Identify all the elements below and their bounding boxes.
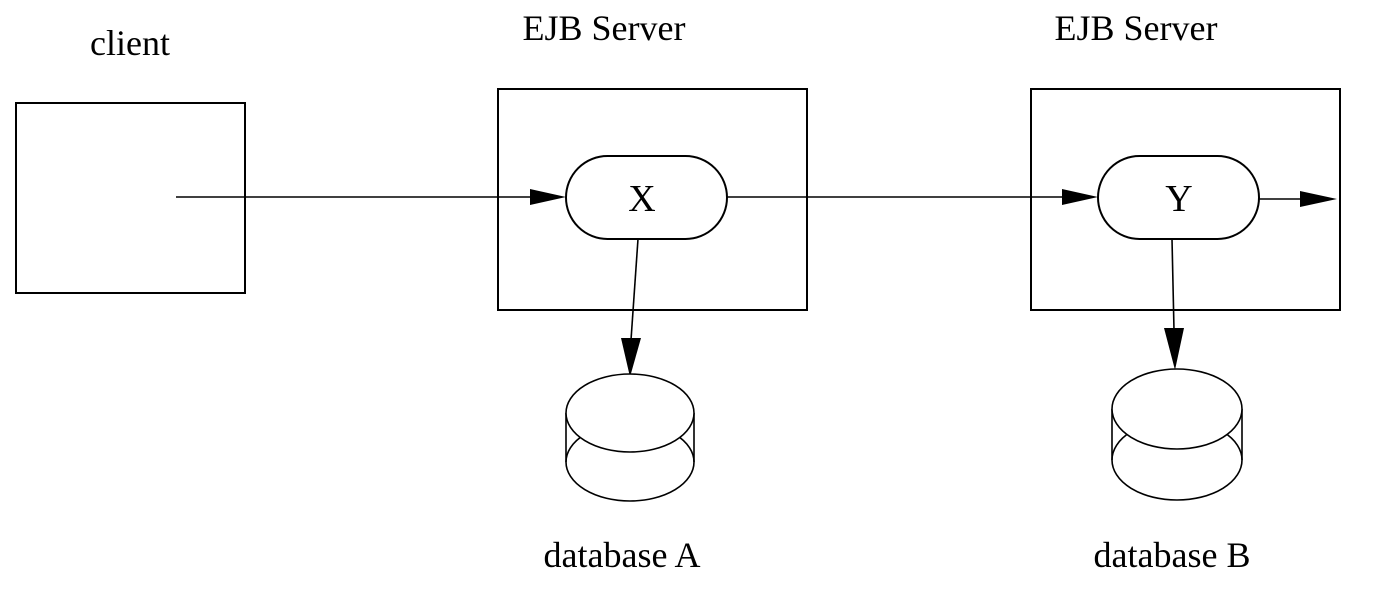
component-x-label: X — [628, 178, 655, 220]
client-label: client — [90, 23, 170, 63]
arrowhead-into-database-a — [621, 338, 641, 377]
server-1-label: EJB Server — [523, 8, 686, 48]
component-y-node — [1097, 155, 1260, 240]
database-b-icon — [1111, 368, 1243, 501]
y-to-database-b-connector — [1171, 238, 1175, 331]
component-y-label: Y — [1165, 178, 1192, 220]
server-2-label: EJB Server — [1055, 8, 1218, 48]
arrowhead-into-database-b — [1164, 328, 1184, 370]
arrowhead-outgoing — [1300, 191, 1337, 207]
database-b-label: database B — [1094, 535, 1251, 575]
client-box — [15, 102, 246, 294]
arrowhead-into-y — [1062, 189, 1098, 205]
arrowhead-into-x — [530, 189, 566, 205]
x-to-database-a-connector — [630, 238, 639, 341]
database-a-icon — [565, 373, 695, 502]
database-a-label: database A — [544, 535, 701, 575]
